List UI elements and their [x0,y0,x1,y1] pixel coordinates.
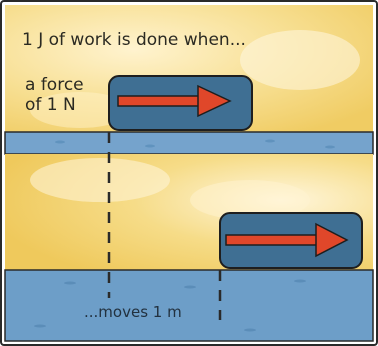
diagram-title: 1 J of work is done when... [22,30,246,50]
force-label: a force of 1 N [25,75,84,115]
block-end [220,213,362,268]
distance-label: ...moves 1 m [84,304,182,322]
block-start [109,76,252,130]
bottom-floor [5,270,373,341]
